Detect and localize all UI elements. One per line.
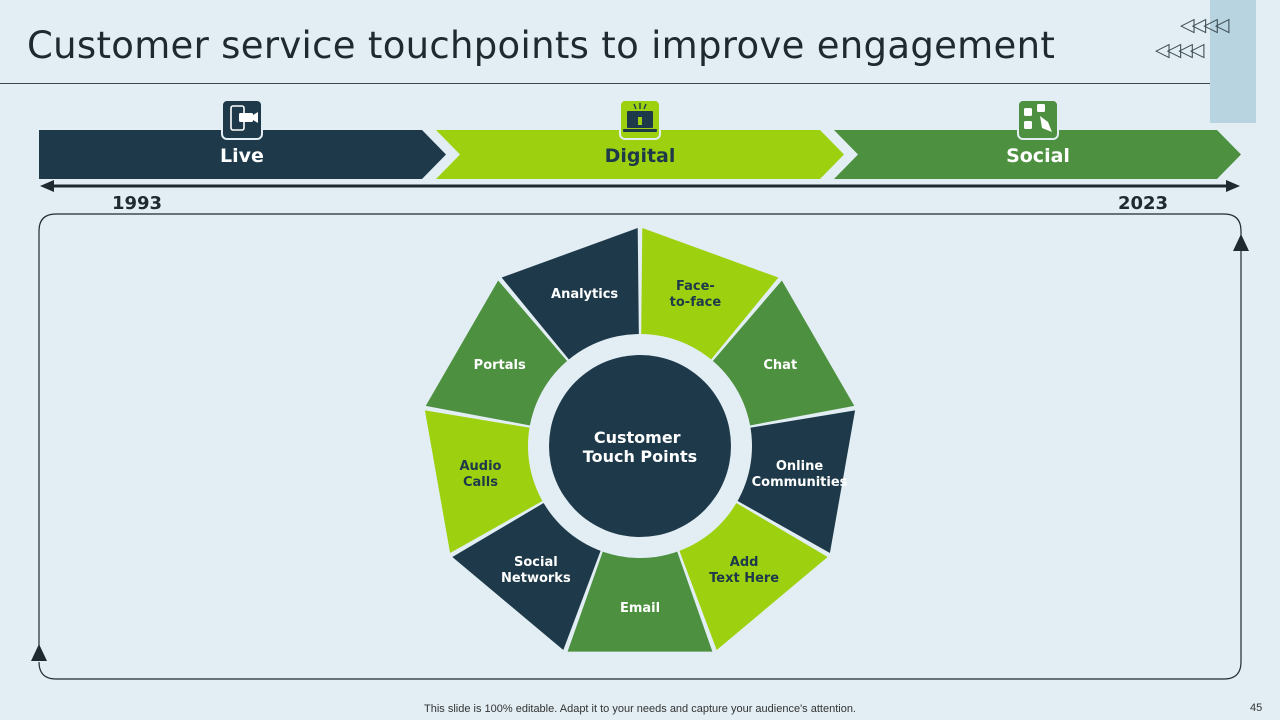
wheel-segment[interactable] [452,500,603,651]
stage-live-label: Live [220,145,264,167]
cycle-frame [38,213,1242,680]
wheel-center-circle [549,355,731,537]
stage-digital-chevron[interactable] [436,130,844,179]
wheel-segment-label: Email [620,601,660,616]
wheel-segment-label: Analytics [551,287,618,302]
wheel-segment-label-line: Portals [474,358,526,373]
up-arrow-icon [1233,234,1249,251]
laptop-touch-icon [619,99,661,140]
timeline-end-year: 2023 [1118,193,1168,214]
stage-social-label: Social [1006,145,1070,167]
slide-title: Customer service touchpoints to improve … [27,24,1056,67]
wheel-segment-label-line: Communities [752,475,848,490]
corner-accent-block [1210,0,1256,123]
wheel-segment[interactable] [501,228,639,364]
stage-social-chevron[interactable] [834,130,1241,179]
wheel-segment-label-line: Email [620,601,660,616]
wheel-segment-label-line: Analytics [551,287,618,302]
wheel-segment-label-line: Chat [763,358,797,373]
wheel-segment-label-line: Social [514,555,558,570]
wheel-segment-label: Face-to-face [670,279,722,310]
timeline-start-year: 1993 [112,193,162,214]
wheel-segment[interactable] [709,280,855,427]
triangle-pattern-icon: ◁◁◁◁ [1155,40,1204,61]
wheel-segment[interactable] [567,546,713,652]
wheel-segment[interactable] [677,500,828,651]
social-apps-icon [1017,99,1059,140]
wheel-center-label-line: Customer [594,428,681,447]
mobile-video-icon [221,99,263,140]
wheel-segment-label-line: to-face [670,295,722,310]
wheel-center-label-line: Touch Points [583,447,697,466]
wheel-segment-label-line: Online [776,459,823,474]
wheel-segment-label-line: Text Here [709,571,779,586]
left-arrow-icon [40,180,54,192]
page-number: 45 [1250,702,1263,714]
wheel-segment-label: Portals [474,358,526,373]
wheel-segment-label-line: Add [730,555,759,570]
triangle-pattern-icon: ◁◁◁◁ [1180,15,1229,36]
stage-live-chevron[interactable] [39,130,446,179]
title-divider [0,83,1212,84]
wheel-segment-label-line: Networks [501,571,571,586]
wheel-center-label: Customer Touch Points [583,428,697,466]
wheel-segment[interactable] [641,228,779,364]
footer-note: This slide is 100% editable. Adapt it to… [424,703,856,715]
wheel-segment-label-line: Audio [459,459,501,474]
wheel-segment[interactable] [424,410,547,554]
stage-digital-label: Digital [605,145,676,167]
up-arrow-icon [31,644,47,661]
timeline-stages: Live Digital Social [39,130,1241,179]
right-arrow-icon [1226,180,1240,192]
wheel-segment-label: Chat [763,358,797,373]
wheel-segment[interactable] [733,410,856,554]
wheel-segment-label-line: Calls [463,475,498,490]
wheel-segment-label-line: Face- [676,279,715,294]
wheel-segment[interactable] [425,280,571,427]
